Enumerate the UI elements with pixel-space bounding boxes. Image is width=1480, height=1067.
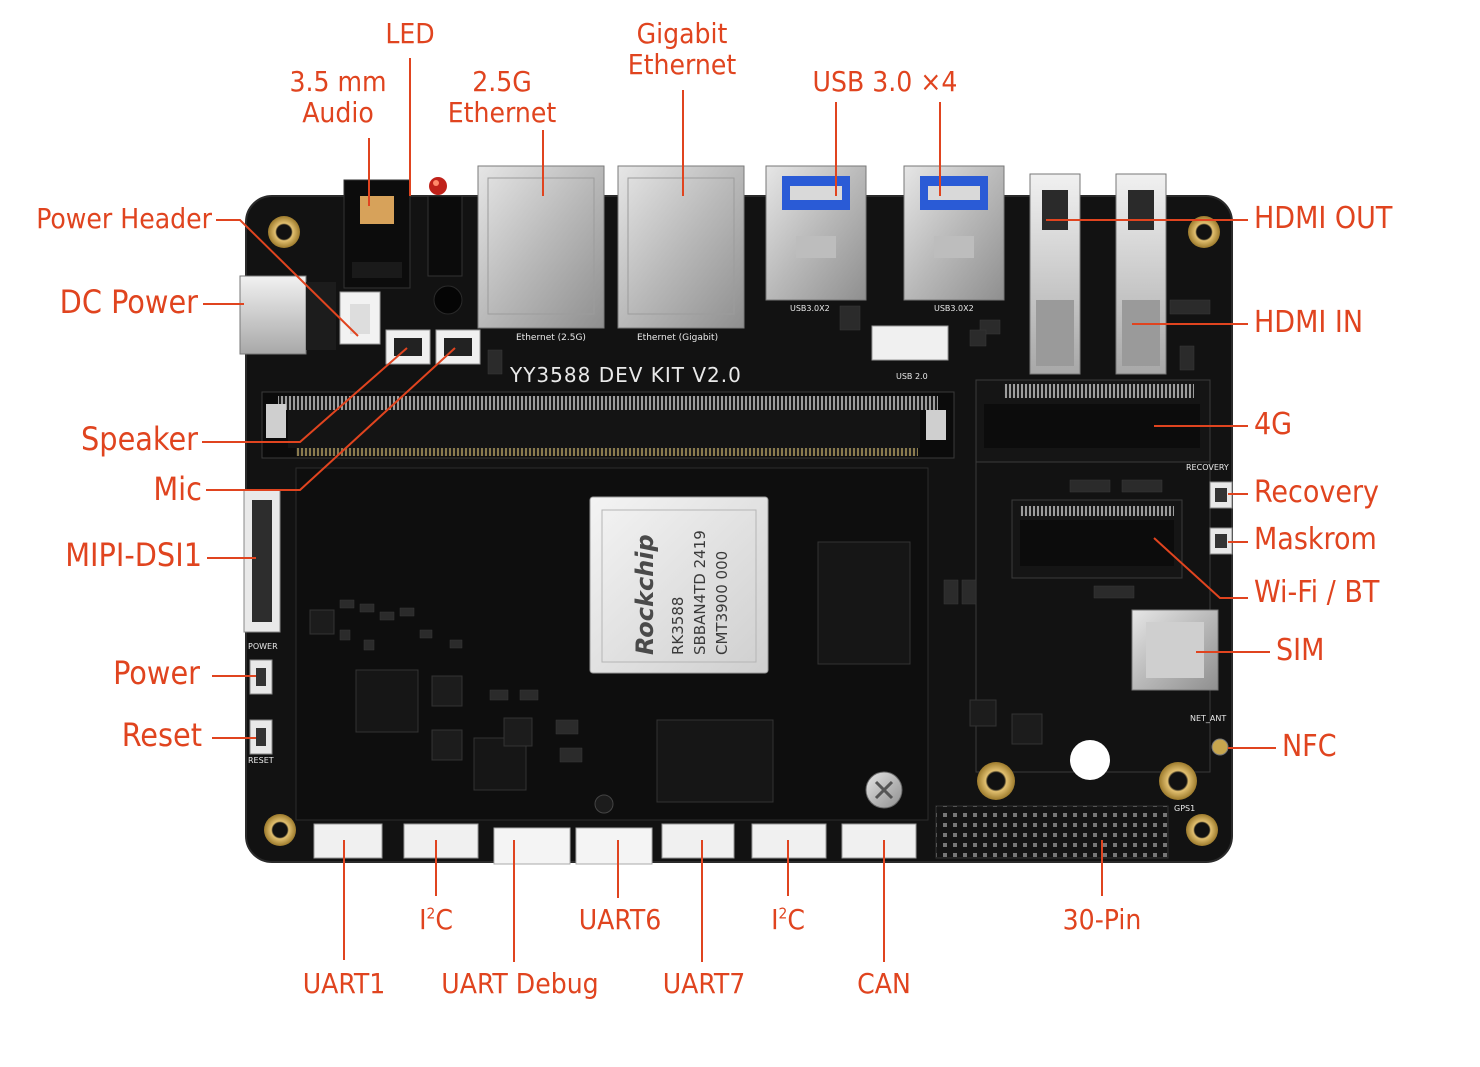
i2c-right-suffix: C	[787, 903, 805, 936]
dc-power-jack	[239, 275, 307, 355]
usb2-header	[871, 325, 949, 361]
label-wifi-bt: Wi-Fi / BT	[1254, 575, 1380, 610]
label-4g: 4G	[1254, 407, 1293, 442]
uart7-connector	[661, 823, 735, 859]
leader-lines	[202, 58, 1276, 962]
i2c-connector-left	[403, 823, 479, 859]
ethernet-25g-port	[477, 165, 605, 329]
usb-right-silkscreen: USB3.0X2	[934, 304, 974, 313]
ethernet-gigabit-port	[617, 165, 745, 329]
label-power-header: Power Header	[36, 202, 212, 235]
i2c-left-superscript: 2	[426, 904, 436, 923]
4g-antenna	[977, 762, 1015, 800]
emmc-chip	[656, 719, 774, 803]
label-nfc: NFC	[1282, 729, 1337, 764]
30-pin-header	[935, 805, 1169, 859]
rk3588-soc	[589, 496, 769, 674]
gps-antenna	[1159, 762, 1197, 800]
soc-line-2: SBBAN4TD 2419	[691, 530, 709, 655]
label-i2c-right: I2C	[748, 904, 828, 935]
recovery-silkscreen: RECOVERY	[1186, 463, 1229, 472]
eth25-silkscreen: Ethernet (2.5G)	[516, 333, 586, 343]
board-title: YY3588 DEV KIT V2.0	[510, 363, 742, 387]
label-power: Power	[113, 654, 200, 692]
label-sim: SIM	[1276, 633, 1325, 668]
reset-silkscreen: RESET	[248, 756, 274, 765]
power-silkscreen: POWER	[248, 642, 278, 651]
label-mic: Mic	[153, 470, 202, 508]
gigabit-silkscreen: Ethernet (Gigabit)	[637, 333, 719, 343]
soc-marking: Rockchip RK3588 SBBAN4TD 2419 CMT3900 00…	[631, 530, 731, 655]
label-eth25: 2.5G Ethernet	[447, 65, 557, 130]
label-mipi: MIPI-DSI1	[65, 536, 202, 574]
label-uart-debug: UART Debug	[441, 967, 599, 1000]
mount-hole	[264, 814, 296, 846]
label-hdmi-in: HDMI IN	[1254, 305, 1364, 340]
label-30-pin: 30-Pin	[1062, 903, 1142, 936]
uart6-connector	[575, 827, 653, 865]
led-indicator	[429, 177, 447, 195]
label-maskrom: Maskrom	[1254, 522, 1377, 557]
nfc-antenna	[1211, 738, 1229, 756]
label-uart7: UART7	[662, 967, 746, 1000]
ram-chip	[817, 541, 911, 665]
usb2-silkscreen: USB 2.0	[896, 372, 928, 381]
i2c-right-superscript: 2	[778, 904, 788, 923]
uart-debug-connector	[493, 827, 571, 865]
i2c-left-suffix: C	[435, 903, 453, 936]
label-can: CAN	[857, 967, 911, 1000]
label-recovery: Recovery	[1254, 475, 1379, 510]
label-i2c-left: I2C	[396, 904, 476, 935]
i2c-right-prefix: I	[771, 903, 779, 936]
gps-silkscreen: GPS1	[1174, 804, 1196, 813]
mount-hole	[1188, 216, 1220, 248]
label-dc-power: DC Power	[59, 283, 198, 321]
label-reset: Reset	[121, 716, 202, 754]
label-speaker: Speaker	[81, 420, 198, 458]
label-audio: 3.5 mm Audio	[289, 65, 387, 130]
soc-line-1: RK3588	[669, 596, 687, 655]
i2c-left-prefix: I	[419, 903, 427, 936]
soc-line-3: CMT3900 000	[713, 550, 731, 655]
soc-brand: Rockchip	[631, 534, 659, 655]
label-uart6: UART6	[578, 903, 662, 936]
label-led: LED	[385, 17, 435, 50]
label-uart1: UART1	[302, 967, 386, 1000]
nfc-silkscreen: NET_ANT	[1190, 714, 1227, 723]
mount-hole	[1186, 814, 1218, 846]
uart1-connector	[313, 823, 383, 859]
label-gigabit: Gigabit Ethernet	[627, 17, 737, 82]
can-connector	[841, 823, 917, 859]
label-hdmi-out: HDMI OUT	[1254, 201, 1393, 236]
usb-left-silkscreen: USB3.0X2	[790, 304, 830, 313]
label-usb3: USB 3.0 ×4	[812, 65, 958, 98]
mount-hole	[268, 216, 300, 248]
